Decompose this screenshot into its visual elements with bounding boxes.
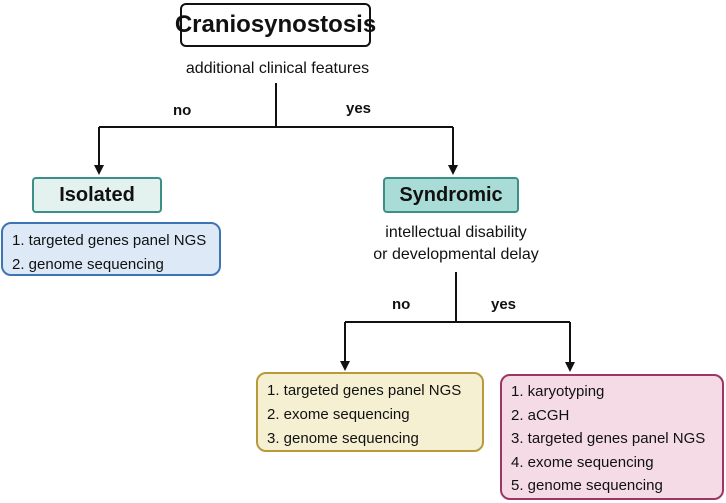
list-item: 2. genome sequencing xyxy=(12,256,164,273)
syndromic-no-tests-box: 1. targeted genes panel NGS 2. exome seq… xyxy=(256,372,484,452)
root-title: Craniosynostosis xyxy=(174,11,377,38)
isolated-tests-box: 1. targeted genes panel NGS 2. genome se… xyxy=(1,222,221,276)
list-item: 1. targeted genes panel NGS xyxy=(12,232,207,249)
syndromic-yes-tests-box: 1. karyotyping 2. aCGH 3. targeted genes… xyxy=(500,374,724,500)
syndromic-box: Syndromic xyxy=(383,177,519,213)
root-title-box: Craniosynostosis xyxy=(175,3,376,47)
list-item: 2. exome sequencing xyxy=(267,406,410,423)
list-item: 1. targeted genes panel NGS xyxy=(267,382,462,399)
list-item: 2. aCGH xyxy=(511,406,570,424)
root-caption: additional clinical features xyxy=(185,60,370,77)
isolated-box: Isolated xyxy=(32,177,162,213)
list-item: 5. genome sequencing xyxy=(511,477,663,495)
list-item: 3. targeted genes panel NGS xyxy=(511,430,706,448)
list-item: 4. exome sequencing xyxy=(511,453,654,471)
top-no-label: no xyxy=(173,102,192,119)
list-item: 3. genome sequencing xyxy=(267,430,419,447)
syndromic-caption-line1: intellectual disability xyxy=(385,224,527,241)
isolated-label: Isolated xyxy=(59,183,135,206)
syndromic-caption-line2: or developmental delay xyxy=(373,246,539,263)
top-yes-label: yes xyxy=(346,100,372,117)
sub-yes-label: yes xyxy=(491,296,517,313)
list-item: 1. karyotyping xyxy=(511,383,605,400)
syndromic-caption: intellectual disability or developmental… xyxy=(356,222,556,266)
sub-no-label: no xyxy=(392,296,411,313)
syndromic-label: Syndromic xyxy=(399,183,503,206)
